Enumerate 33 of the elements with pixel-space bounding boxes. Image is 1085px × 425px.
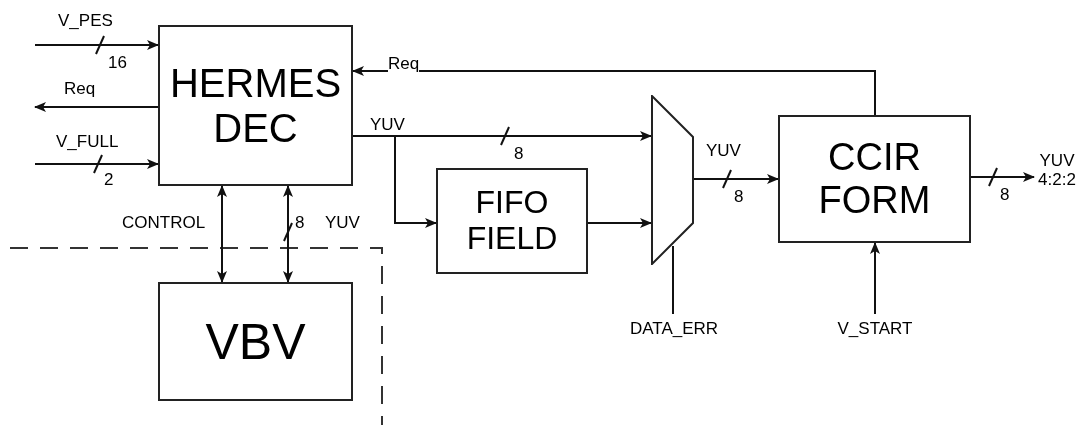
- arrow: [34, 159, 159, 169]
- multiplexer: [651, 95, 694, 265]
- signal-label: YUV 4:2:2: [1034, 150, 1080, 190]
- bus-width-label: 16: [108, 54, 127, 71]
- edge-label: Req: [64, 80, 96, 97]
- arrow: [352, 66, 876, 116]
- arrow: [352, 135, 437, 228]
- arrow: [283, 185, 293, 283]
- edge-label: CONTROL: [122, 214, 206, 231]
- signal-label: V_START: [812, 318, 938, 340]
- block-box: HERMES DEC: [158, 25, 353, 186]
- bus-width-label: 8: [1000, 186, 1010, 203]
- arrow: [970, 172, 1035, 182]
- bus-width-label: 8: [734, 188, 744, 205]
- bus-width-label: 2: [104, 171, 114, 188]
- arrow: [587, 218, 652, 228]
- arrow: [34, 102, 159, 112]
- arrow: [217, 185, 227, 283]
- edge-label: YUV: [370, 116, 405, 133]
- block-box: FIFO FIELD: [436, 168, 588, 274]
- edge-label: Req: [388, 55, 420, 72]
- arrow: [870, 242, 880, 315]
- arrow: [693, 174, 779, 184]
- block-box: VBV: [158, 282, 353, 401]
- bus-width-label: 8: [514, 145, 524, 162]
- block-box: CCIR FORM: [778, 115, 971, 243]
- bus-width-label: 8: [295, 214, 305, 231]
- signal-label: DATA_ERR: [612, 318, 736, 340]
- edge-label: YUV: [325, 214, 360, 231]
- edge-label: V_FULL: [56, 133, 119, 150]
- edge-label: V_PES: [58, 12, 113, 29]
- arrow: [34, 40, 159, 50]
- edge-label: YUV: [706, 142, 741, 159]
